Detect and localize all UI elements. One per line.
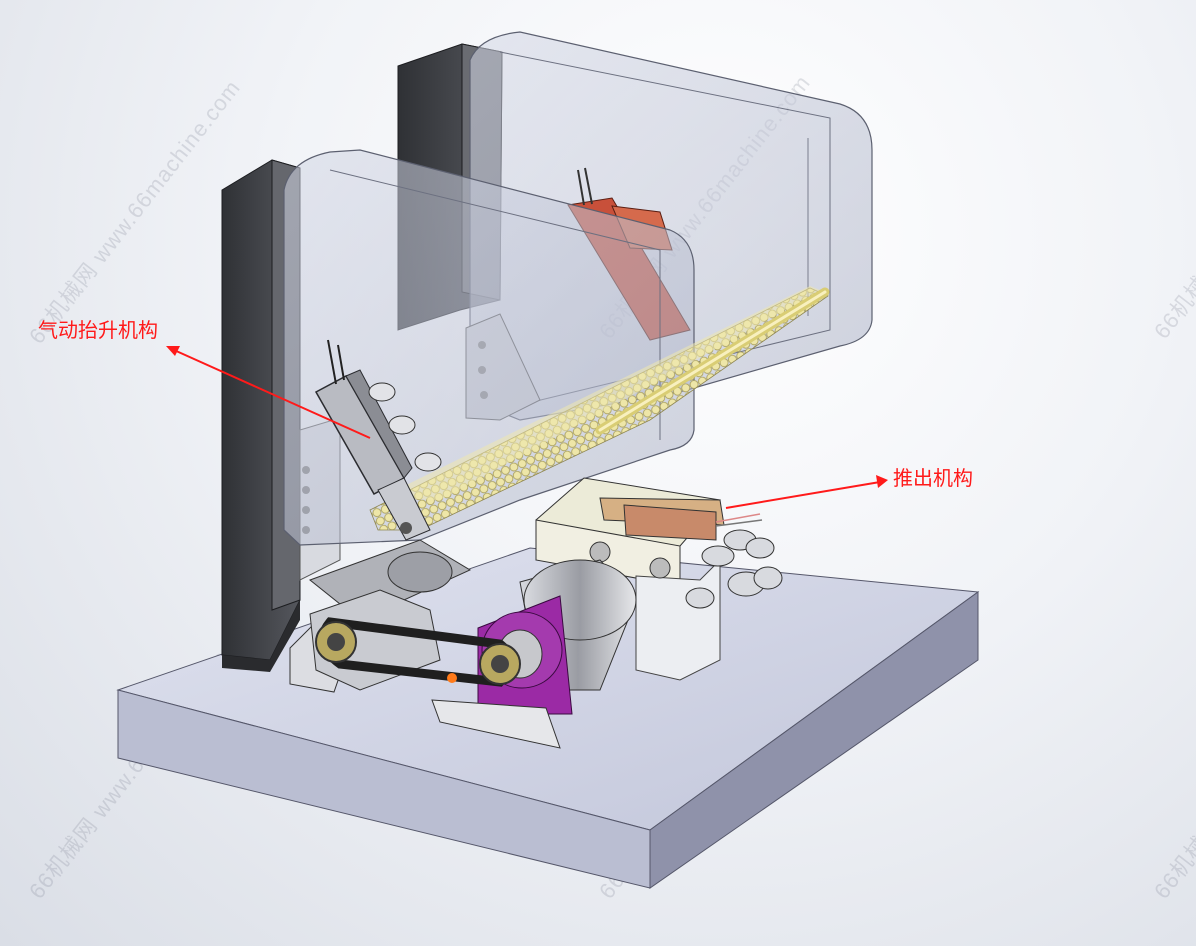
annotation-arrows: [166, 346, 888, 509]
lift-mechanism-label: 气动抬升机构: [38, 318, 158, 342]
pneumatic-lift-cylinder: [314, 339, 442, 541]
rod-stack: [369, 286, 830, 531]
belt-drive: [289, 589, 521, 693]
base-side: [649, 591, 979, 889]
push-arrow: [725, 481, 881, 509]
lift-arrow: [173, 349, 371, 439]
push-mechanism-label: 推出机构: [893, 466, 973, 490]
push-out-mechanism: [535, 477, 783, 681]
